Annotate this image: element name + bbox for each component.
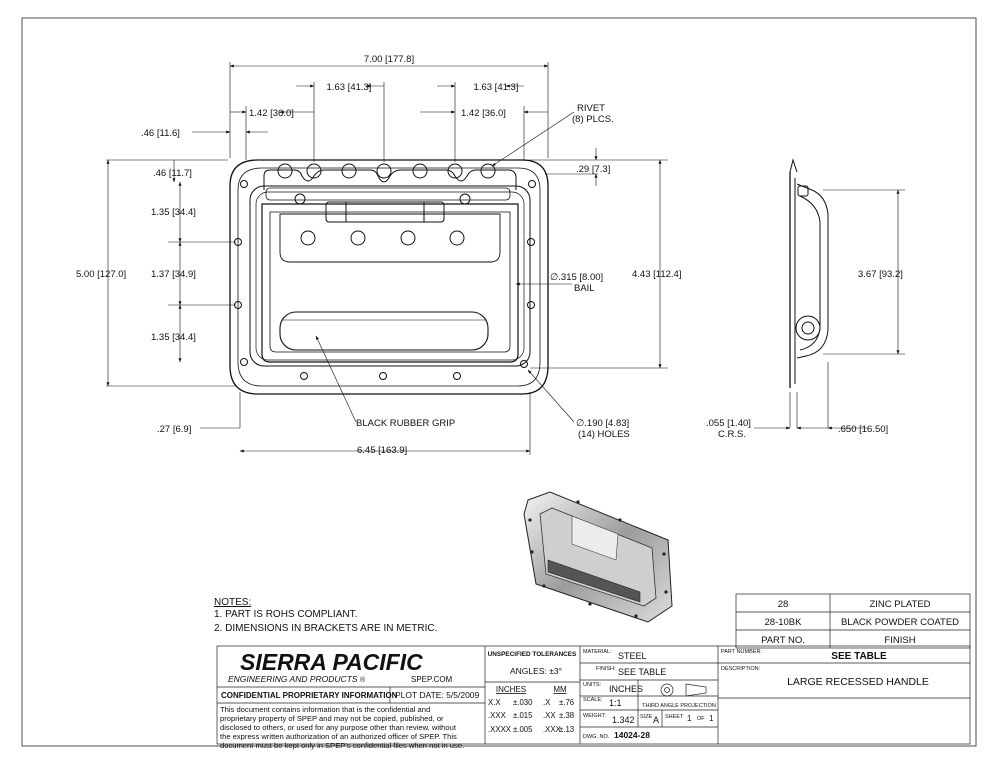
weight-label: WEIGHT: xyxy=(583,713,606,719)
dim-pitch-mid: 1.37 [34.9] xyxy=(151,269,196,280)
finish-label: FINISH: xyxy=(596,666,616,672)
iso-preview xyxy=(523,491,673,623)
description-value: LARGE RECESSED HANDLE xyxy=(787,676,929,688)
part-number-label: PART NUMBER: xyxy=(721,649,762,655)
scale-label: SCALE: xyxy=(583,697,603,703)
finish-table-finish-1: ZINC PLATED xyxy=(869,599,930,610)
tol-row-3-in: .XXXX xyxy=(488,725,512,734)
units-label: UNITS: xyxy=(583,682,602,688)
dim-inner-width: 6.45 [163.9] xyxy=(357,445,407,456)
tol-row-1-mm-val: ±.76 xyxy=(559,698,574,707)
dim-flange-h: .46 [11.7] xyxy=(153,168,192,179)
dim-hole-pitch-left: 1.63 [41.3] xyxy=(327,82,372,93)
note-1: 1. PART IS ROHS COMPLIANT. xyxy=(214,609,357,620)
finish-table-part-1: 28 xyxy=(778,599,789,610)
dim-overall-width: 7.00 [177.8] xyxy=(364,54,414,65)
dim-thickness-note: C.R.S. xyxy=(718,429,746,440)
dim-overall-height: 5.00 [127.0] xyxy=(76,269,126,280)
tol-row-1-in: X.X xyxy=(488,698,501,707)
dim-hole-count: (14) HOLES xyxy=(578,429,630,440)
dim-rivet-offset: .29 [7.3] xyxy=(576,164,610,175)
dim-rivet-count: (8) PLCS. xyxy=(572,114,614,125)
finish-table-part-2: 28-10BK xyxy=(765,617,803,628)
tol-row-1-in-val: ±.030 xyxy=(513,698,533,707)
finish-table-head-finish: FINISH xyxy=(884,635,915,646)
note-2: 2. DIMENSIONS IN BRACKETS ARE IN METRIC. xyxy=(214,623,437,634)
confidential-line-2: proprietary property of SPEP and may not… xyxy=(220,714,444,723)
dim-edge-right: 1.42 [36.0] xyxy=(461,108,506,119)
dim-bail-dia: ∅.315 [8.00] xyxy=(550,272,603,283)
scale-value: 1:1 xyxy=(609,698,622,708)
units-value: INCHES xyxy=(609,684,643,694)
material-label: MATERIAL: xyxy=(583,649,612,655)
dim-edge-left: 1.42 [36.0] xyxy=(249,108,294,119)
confidential-line-4: the express written authorization of an … xyxy=(220,732,457,741)
size-label: SIZE xyxy=(640,714,653,720)
material-value: STEEL xyxy=(618,651,647,661)
dim-grip-label: BLACK RUBBER GRIP xyxy=(356,418,455,429)
dim-hole-dia: ∅.190 [4.83] xyxy=(576,418,629,429)
title-block: SIERRA PACIFIC ENGINEERING AND PRODUCTS … xyxy=(216,645,971,750)
confidential-title: CONFIDENTIAL PROPRIETARY INFORMATION xyxy=(221,691,398,700)
confidential-line-1: This document contains information that … xyxy=(220,705,430,714)
tolerance-title: UNSPECIFIED TOLERANCES xyxy=(488,651,577,658)
finish-value: SEE TABLE xyxy=(618,667,666,677)
tol-row-3-in-val: ±.005 xyxy=(513,725,533,734)
part-number-value: SEE TABLE xyxy=(831,651,887,662)
front-view xyxy=(229,159,549,395)
dim-hole-pitch-right: 1.63 [41.3] xyxy=(474,82,519,93)
tolerance-angles: ANGLES: ±3° xyxy=(510,666,562,676)
weight-value: 1.342 xyxy=(612,715,635,725)
dim-side-height: 3.67 [93.2] xyxy=(858,269,903,280)
dim-rivet-label: RIVET xyxy=(577,103,605,114)
company-name: SIERRA PACIFIC xyxy=(240,649,423,675)
dimension-lines xyxy=(106,62,905,455)
tol-row-2-mm-val: ±.38 xyxy=(559,711,574,720)
dim-flange-w: .46 [11.6] xyxy=(141,128,180,139)
dim-bottom-edge: .27 [6.9] xyxy=(157,424,191,435)
dim-pitch-bot: 1.35 [34.4] xyxy=(151,332,196,343)
dim-bail-word: BAIL xyxy=(574,283,595,294)
notes: NOTES: 1. PART IS ROHS COMPLIANT. 2. DIM… xyxy=(214,597,437,634)
finish-table-head-part: PART NO. xyxy=(761,635,805,646)
dim-thickness: .055 [1.40] xyxy=(706,418,751,429)
projection-label: THIRD ANGLE PROJECTION xyxy=(642,703,716,709)
confidential-line-3: disclosed to others, or used for any pur… xyxy=(220,723,457,732)
side-view xyxy=(789,158,829,388)
notes-heading: NOTES: xyxy=(214,597,251,608)
tolerance-mm-head: MM xyxy=(553,685,567,694)
sheet-value: 1 xyxy=(687,714,692,723)
company-sub: ENGINEERING AND PRODUCTS xyxy=(228,674,358,684)
plot-date: PLOT DATE: 5/5/2009 xyxy=(395,690,480,700)
tol-row-1-mm: .X xyxy=(543,698,551,707)
sheet-label: SHEET xyxy=(665,714,684,720)
tolerance-inches-head: INCHES xyxy=(496,685,526,694)
description-label: DESCRIPTION: xyxy=(721,666,761,672)
tol-row-3-mm: .XXX xyxy=(543,725,562,734)
tol-row-2-in: .XXX xyxy=(488,711,507,720)
tol-row-2-in-val: ±.015 xyxy=(513,711,533,720)
projection-symbol-icon xyxy=(660,683,707,697)
of-value: 1 xyxy=(709,714,714,723)
sheet-border xyxy=(21,17,977,747)
confidential-line-5: document must be kept only in SPEP's con… xyxy=(220,741,464,750)
tol-row-2-mm: .XX xyxy=(543,711,556,720)
of-label: OF xyxy=(697,716,705,722)
finish-table: 28 ZINC PLATED 28-10BK BLACK POWDER COAT… xyxy=(735,593,971,649)
tol-row-3-mm-val: ±.13 xyxy=(559,725,574,734)
dwg-value: 14024-28 xyxy=(614,730,650,740)
finish-table-finish-2: BLACK POWDER COATED xyxy=(841,617,959,628)
dwg-label: DWG. NO. xyxy=(583,734,610,740)
dim-pitch-top: 1.35 [34.4] xyxy=(151,207,196,218)
company-reg-mark: ® xyxy=(360,676,366,684)
company-web: SPEP.COM xyxy=(411,675,453,684)
size-value: A xyxy=(653,715,659,725)
dim-inner-height: 4.43 [112.4] xyxy=(632,269,681,280)
dimension-text: 7.00 [177.8] 1.63 [41.3] 1.63 [41.3] 1.4… xyxy=(76,54,903,456)
dim-depth: .650 [16.50] xyxy=(838,424,888,435)
